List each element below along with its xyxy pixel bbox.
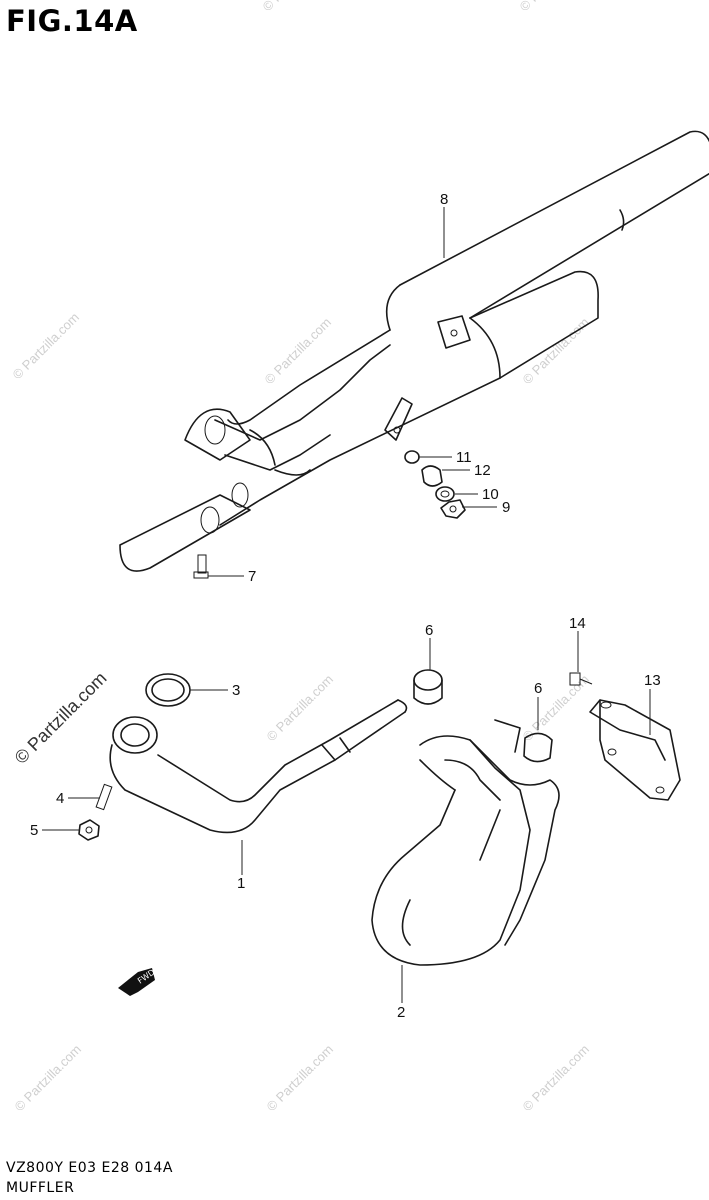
watermark-layer: © Partzilla.com © Partzilla.com © Partzi…: [10, 0, 593, 1114]
callout-10: 10: [482, 486, 499, 503]
callout-7: 7: [248, 568, 256, 585]
callout-2: 2: [397, 1004, 405, 1021]
watermark: © Partzilla.com: [520, 672, 593, 745]
callout-13: 13: [644, 672, 661, 689]
callout-14: 14: [569, 615, 586, 632]
callout-11: 11: [456, 449, 472, 466]
callout-labels: 8 11 12 10 9 7 6 3 14 13 6 4 5 1 2: [30, 191, 661, 1021]
bolt-7[interactable]: [193, 554, 209, 579]
callout-9: 9: [502, 499, 510, 516]
callout-5: 5: [30, 822, 38, 839]
muffler-assembly[interactable]: [119, 130, 709, 572]
watermark: © Partzilla.com: [260, 0, 333, 14]
callout-12: 12: [474, 462, 491, 479]
figure-code: VZ800Y E03 E28 014A: [6, 1160, 173, 1176]
watermark: © Partzilla.com: [517, 0, 590, 14]
fwd-arrow: FWD: [118, 968, 156, 996]
callout-8: 8: [440, 191, 448, 208]
watermark: © Partzilla.com: [264, 1042, 337, 1115]
connector-6-lower[interactable]: [523, 732, 553, 763]
gasket-3[interactable]: [145, 673, 191, 707]
callout-1: 1: [237, 875, 245, 892]
watermark: © Partzilla.com: [520, 315, 593, 388]
watermark: © Partzilla.com: [264, 672, 337, 745]
watermark: © Partzilla.com: [12, 1042, 85, 1115]
mounting-hardware[interactable]: [404, 450, 466, 519]
callout-4: 4: [56, 790, 64, 807]
exhaust-pipe-2[interactable]: [371, 719, 560, 966]
watermark: © Partzilla.com: [11, 668, 111, 768]
stud-4[interactable]: [95, 783, 113, 811]
bolt-14[interactable]: [569, 672, 593, 686]
callout-3: 3: [232, 682, 240, 699]
watermark: © Partzilla.com: [262, 315, 335, 388]
leader-lines: [42, 207, 651, 1003]
figure-title: FIG.14A: [6, 4, 138, 38]
watermark: © Partzilla.com: [520, 1042, 593, 1115]
callout-6-lower: 6: [534, 680, 542, 697]
figure-name: MUFFLER: [6, 1180, 75, 1196]
nut-5[interactable]: [78, 819, 100, 841]
bracket-13[interactable]: [589, 699, 681, 801]
exhaust-pipe-1[interactable]: [109, 699, 408, 834]
callout-6-upper: 6: [425, 622, 433, 639]
connector-6-upper[interactable]: [413, 669, 443, 705]
watermark: © Partzilla.com: [10, 310, 83, 383]
